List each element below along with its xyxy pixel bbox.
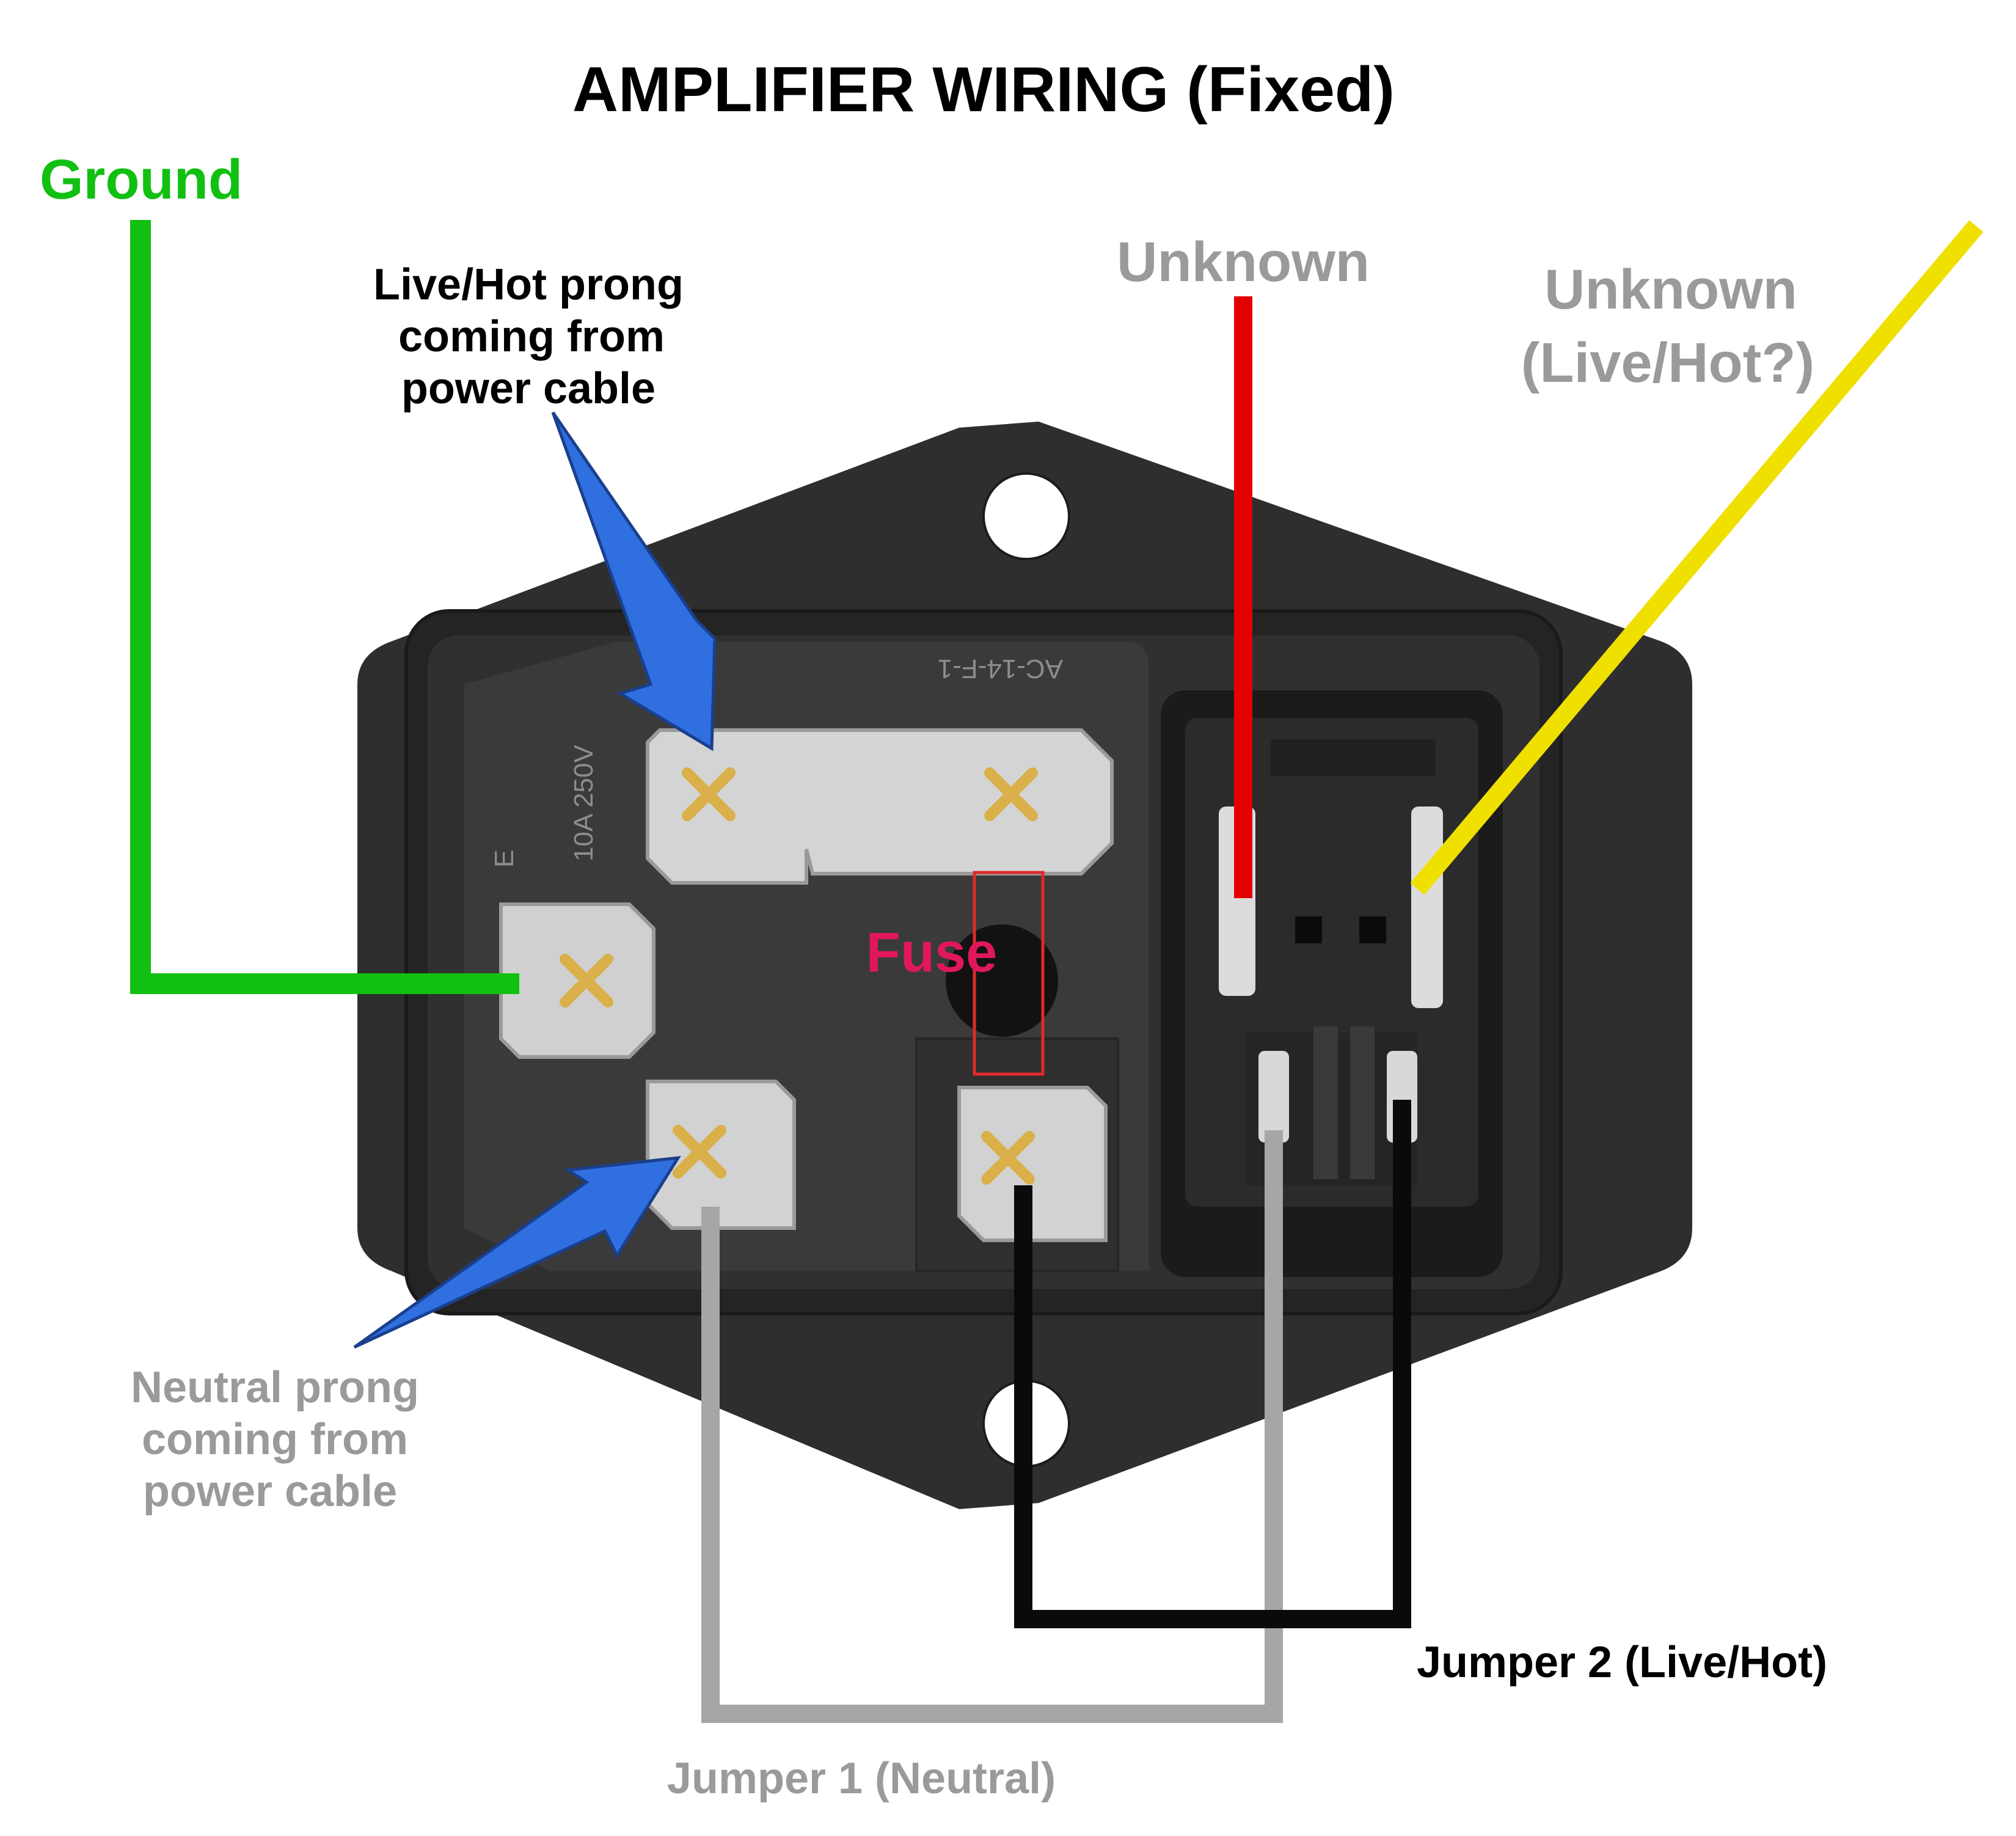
unknown-yellow-line-1: Unknown: [1544, 258, 1797, 321]
switch-upper-terminal-right: [1411, 806, 1443, 1008]
switch-square-right: [1359, 916, 1386, 943]
switch-lower-terminal-left: [1258, 1051, 1289, 1143]
unknown-yellow-line-2: (Live/Hot?): [1521, 332, 1814, 394]
model-marking: AC-14-F-1: [938, 654, 1063, 684]
live-prong-line-2: coming from: [398, 312, 665, 361]
arrow-to-live-terminal: [551, 411, 717, 752]
ground-label: Ground: [40, 148, 243, 211]
unknown-yellow-label: Unknown (Live/Hot?): [1521, 258, 1814, 394]
jumper1-wire: [701, 1130, 1283, 1723]
yellow-wire: [1410, 220, 1984, 895]
live-prong-line-3: power cable: [401, 364, 656, 413]
neutral-prong-line-3: power cable: [143, 1467, 397, 1516]
screw-neutral: [673, 1125, 726, 1179]
earth-marking: E: [489, 850, 519, 868]
screw-marks: [560, 767, 1038, 1185]
live-prong-label: Live/Hot prong coming from power cable: [373, 260, 684, 413]
screw-bridge-right: [984, 767, 1038, 821]
jumper2-label: Jumper 2 (Live/Hot): [1417, 1638, 1827, 1687]
switch-divider-left: [1313, 1026, 1338, 1179]
rating-marking: 10A 250V: [569, 745, 599, 861]
unknown-red-label: Unknown: [1117, 231, 1370, 293]
diagram-title: AMPLIFIER WIRING (Fixed): [572, 54, 1395, 125]
neutral-prong-label: Neutral prong coming from power cable: [131, 1363, 419, 1516]
neutral-prong-line-2: coming from: [142, 1415, 408, 1464]
switch-slot: [1271, 739, 1436, 776]
neutral-prong-line-1: Neutral prong: [131, 1363, 419, 1412]
jumper2-wire: [1014, 1100, 1411, 1628]
screw-fused: [981, 1131, 1035, 1185]
ground-wire: [130, 220, 519, 994]
screw-bridge-left: [682, 767, 736, 821]
fuse-label: Fuse: [866, 921, 998, 984]
switch-divider-right: [1350, 1026, 1375, 1179]
arrow-to-neutral-terminal: [353, 1155, 681, 1349]
live-prong-line-1: Live/Hot prong: [373, 260, 684, 309]
switch-square-left: [1295, 916, 1322, 943]
jumper1-label: Jumper 1 (Neutral): [667, 1754, 1056, 1803]
iec-socket-body: 10A 250V AC-14-F-1 E: [357, 422, 1692, 1509]
screw-hole-top: [982, 472, 1070, 560]
live-bridge-terminal: [646, 728, 1114, 885]
screw-ground: [560, 954, 613, 1008]
neutral-terminal: [646, 1080, 796, 1230]
fuse-outline: [973, 871, 1045, 1076]
ground-terminal: [499, 902, 656, 1059]
fused-terminal: [957, 1086, 1108, 1242]
